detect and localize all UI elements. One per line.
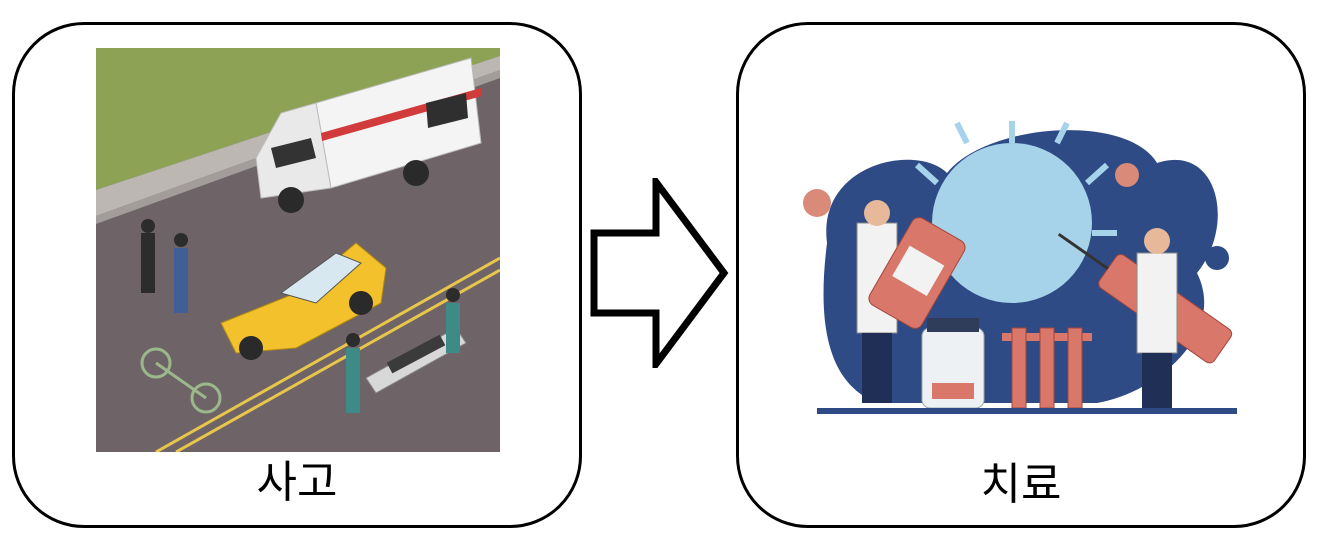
ambulance-icon bbox=[255, 57, 482, 213]
step-card-accident: 사고 bbox=[12, 22, 582, 528]
bottle-icon bbox=[868, 217, 966, 329]
step-caption: 사고 bbox=[256, 457, 338, 508]
treatment-illustration bbox=[797, 103, 1257, 433]
people-icon bbox=[141, 219, 188, 313]
test-tubes-icon bbox=[1002, 327, 1092, 409]
virus-icon bbox=[914, 121, 1117, 303]
step-card-treatment: 치료 bbox=[736, 22, 1306, 528]
right-arrow-icon bbox=[590, 178, 729, 368]
bicycle-icon bbox=[140, 347, 222, 414]
small-virus-icon bbox=[803, 163, 1139, 217]
accident-scene-image bbox=[96, 48, 500, 452]
pill-jar-icon bbox=[921, 318, 985, 409]
taxi-icon bbox=[220, 242, 387, 360]
treatment-scene-image bbox=[797, 103, 1257, 433]
accident-illustration bbox=[96, 48, 500, 452]
step-caption: 치료 bbox=[980, 459, 1062, 510]
stretcher-icon bbox=[346, 288, 467, 413]
doctor-icon bbox=[1136, 228, 1178, 408]
